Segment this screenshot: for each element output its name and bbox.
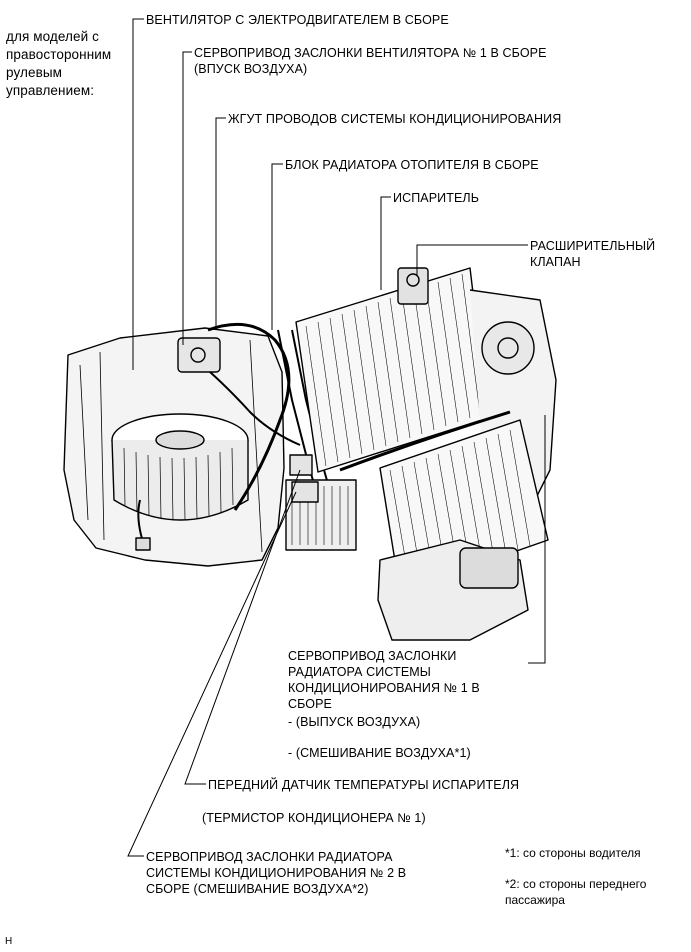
footnote-2: *2: со стороны переднего пассажира [505,877,647,907]
label-servo-intake: СЕРВОПРИВОД ЗАСЛОНКИ ВЕНТИЛЯТОРА № 1 В С… [194,46,547,76]
label-servo-no2: СЕРВОПРИВОД ЗАСЛОНКИ РАДИАТОРА СИСТЕМЫ К… [146,850,407,896]
footnote-1: *1: со стороны водителя [505,846,641,860]
label-servo-no1-outlet: - (ВЫПУСК ВОЗДУХА) [288,715,421,729]
intake-servo [177,337,221,373]
label-evap-sensor: ПЕРЕДНИЙ ДАТЧИК ТЕМПЕРАТУРЫ ИСПАРИТЕЛЯ [208,778,520,792]
label-thermistor: (ТЕРМИСТОР КОНДИЦИОНЕРА № 1) [202,811,426,825]
label-harness: ЖГУТ ПРОВОДОВ СИСТЕМЫ КОНДИЦИОНИРОВАНИЯ [228,112,562,126]
header-note: для моделей с правосторонним рулевым упр… [6,29,112,98]
label-blower: ВЕНТИЛЯТОР С ЭЛЕКТРОДВИГАТЕЛЕМ В СБОРЕ [146,13,449,27]
label-evaporator: ИСПАРИТЕЛЬ [393,191,480,205]
figure-code: H [5,936,13,947]
label-expansion-valve: РАСШИРИТЕЛЬНЫЙ КЛАПАН [530,239,656,269]
label-servo-no1: СЕРВОПРИВОД ЗАСЛОНКИ РАДИАТОРА СИСТЕМЫ К… [288,649,480,711]
label-heater-core: БЛОК РАДИАТОРА ОТОПИТЕЛЯ В СБОРЕ [285,158,539,172]
evap-sensor-body [289,454,313,476]
label-servo-no1-mix: - (СМЕШИВАНИЕ ВОЗДУХА*1) [288,746,471,760]
servo-no1 [481,321,535,375]
